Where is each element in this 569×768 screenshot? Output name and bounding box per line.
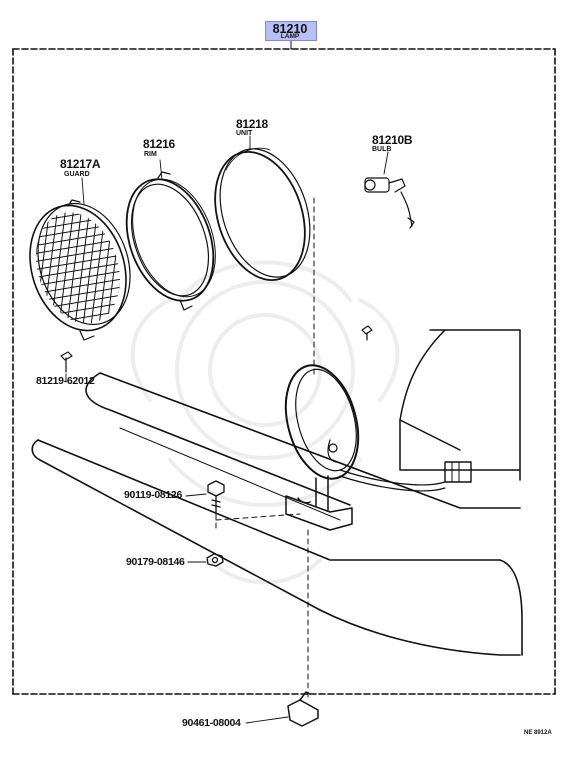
guard-mesh-line xyxy=(20,180,140,200)
guard-mesh-line xyxy=(95,201,117,335)
part-number-81217A[interactable]: 81217A xyxy=(60,157,101,171)
part-number-90461-08004[interactable]: 90461-08004 xyxy=(182,717,241,729)
part-number-81210B[interactable]: 81210B xyxy=(372,133,413,147)
part-number-90119-08126[interactable]: 90119-08126 xyxy=(124,489,183,501)
assembly-frame xyxy=(12,48,556,695)
guard-mesh-line xyxy=(31,201,53,335)
guard-mesh-line xyxy=(111,201,133,335)
part-name-bulb: BULB xyxy=(372,146,392,153)
diagram-code: NE 8912A xyxy=(524,730,552,736)
screw-81219-62012 xyxy=(60,351,73,373)
part-name-rim: RIM xyxy=(144,151,157,158)
part-number-highlight xyxy=(265,21,317,41)
assembly-guides xyxy=(215,197,315,701)
vehicle-body-outline xyxy=(399,329,521,481)
guard-81217A xyxy=(0,180,140,350)
guard-mesh-line xyxy=(55,201,77,335)
guard-mesh-line xyxy=(22,307,134,329)
part-number-81218[interactable]: 81218 xyxy=(236,117,268,131)
header-part-name: LAMP xyxy=(280,33,300,40)
guard-mesh-line xyxy=(103,201,125,335)
lamp-body xyxy=(284,364,472,492)
part-number-90179-08146[interactable]: 90179-08146 xyxy=(126,556,185,568)
unit-81218 xyxy=(214,147,311,281)
leader-lines xyxy=(65,135,389,724)
guard-mesh-line xyxy=(22,201,134,209)
small-screw xyxy=(361,325,373,341)
part-name-unit: UNIT xyxy=(236,130,253,137)
guard-mesh-line xyxy=(22,201,29,335)
guard-mesh-line xyxy=(22,259,134,281)
guard-mesh-line xyxy=(0,190,20,350)
bolt-90119-08126 xyxy=(207,480,225,513)
rim-81216 xyxy=(125,171,216,311)
part-name-guard: GUARD xyxy=(64,171,90,178)
guard-mesh-line xyxy=(22,201,37,335)
nut-90179-08146 xyxy=(206,553,224,567)
header-part-number[interactable]: 81210 xyxy=(272,22,308,36)
bumper xyxy=(31,372,523,656)
guard-mesh-line xyxy=(22,227,134,249)
guard-mesh-line xyxy=(22,315,134,335)
bulb-81210B xyxy=(364,177,415,229)
part-number-81216[interactable]: 81216 xyxy=(143,137,175,151)
clip-90461-08004 xyxy=(287,691,319,727)
lamp-bracket xyxy=(285,475,353,531)
part-number-81219-62012[interactable]: 81219-62012 xyxy=(36,375,95,387)
guard-mesh-line xyxy=(23,201,45,335)
guard-mesh-line xyxy=(22,201,134,217)
